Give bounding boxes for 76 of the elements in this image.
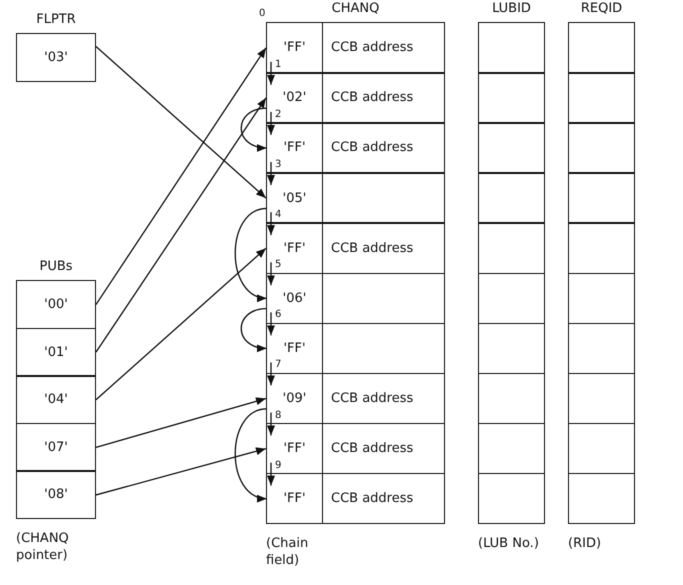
empty-entry (478, 422, 545, 474)
empty-entry (568, 122, 635, 174)
caption-text: (CHANQ pointer) (16, 530, 70, 564)
pointer-arrow (96, 248, 266, 400)
caption-text: (Chain field) (266, 535, 310, 569)
edge-label: 8 (275, 410, 282, 421)
chain-field: 'FF' (267, 474, 323, 524)
caption-text: (LUB No.) (478, 535, 539, 552)
ccb-address-text: CCB address (330, 40, 414, 56)
caption-text: (RID) (568, 535, 602, 552)
empty-entry (478, 272, 545, 324)
pointer-arrow (96, 397, 266, 448)
edge-label: 6 (275, 309, 282, 320)
table-entry: '01' (16, 328, 96, 377)
empty-entry (568, 472, 635, 524)
step-arrow (267, 162, 275, 186)
step-arrow (267, 62, 275, 85)
edge-label: 3 (275, 159, 282, 170)
table-heading: REQID (580, 0, 622, 18)
empty-entry (568, 72, 635, 124)
step-arrow (267, 212, 275, 236)
empty-entry (568, 372, 635, 424)
empty-entry (478, 122, 545, 174)
step-arrow (267, 462, 275, 486)
ccb-address-text: CCB address (330, 390, 414, 406)
step-arrow (267, 262, 275, 286)
pointer-field: '03' (16, 33, 96, 82)
step-number: 0 (259, 8, 266, 19)
table-heading: PUBs (39, 258, 73, 276)
register-heading: FLPTR (36, 11, 76, 29)
ccb-address-text: CCB address (330, 90, 414, 106)
chain-arrow (234, 408, 267, 501)
queue-entry (266, 372, 445, 424)
step-arrow (267, 312, 275, 336)
step-arrow (267, 362, 275, 386)
edge-label: 2 (275, 108, 282, 120)
ccb-address-text: CCB address (330, 441, 414, 456)
empty-entry (478, 222, 545, 274)
empty-entry (568, 22, 635, 74)
empty-entry (478, 72, 545, 124)
pointer-arrow (96, 46, 266, 199)
edge-label: 9 (275, 460, 282, 471)
queue-entry (266, 472, 445, 524)
queue-entry (266, 72, 445, 124)
empty-entry (478, 472, 545, 524)
empty-entry (478, 372, 545, 424)
ccb-address-text: CCB address (330, 491, 414, 506)
chain-arrow (234, 208, 267, 300)
empty-entry (568, 422, 635, 474)
pointer-arrow (96, 447, 266, 496)
empty-entry (478, 172, 545, 224)
table-entry: '08' (16, 470, 96, 520)
pointer-arrow (95, 47, 267, 305)
table-heading: LUBID (492, 0, 531, 18)
pointer-arrow (95, 98, 267, 352)
queue-entry (266, 122, 445, 174)
empty-entry (478, 22, 545, 74)
table-entry: '00' (16, 280, 96, 330)
edge-label: 5 (275, 259, 282, 270)
queue-entry (266, 172, 445, 224)
step-arrow (267, 112, 275, 135)
chain-arrow (240, 308, 267, 352)
edge-label: 1 (275, 58, 282, 70)
ccb-address-text: CCB address (330, 240, 414, 256)
empty-entry (568, 222, 635, 274)
empty-entry (568, 272, 635, 324)
table-entry: '07' (16, 422, 96, 472)
step-arrow (267, 412, 275, 436)
empty-entry (568, 172, 635, 224)
empty-entry (478, 322, 545, 374)
queue-entry (266, 22, 445, 74)
table-entry: '04' (16, 375, 96, 424)
chain-arrow (240, 108, 267, 151)
ccb-address-text: CCB address (330, 140, 414, 156)
table-heading: CHANQ (332, 0, 380, 18)
empty-entry (568, 322, 635, 374)
